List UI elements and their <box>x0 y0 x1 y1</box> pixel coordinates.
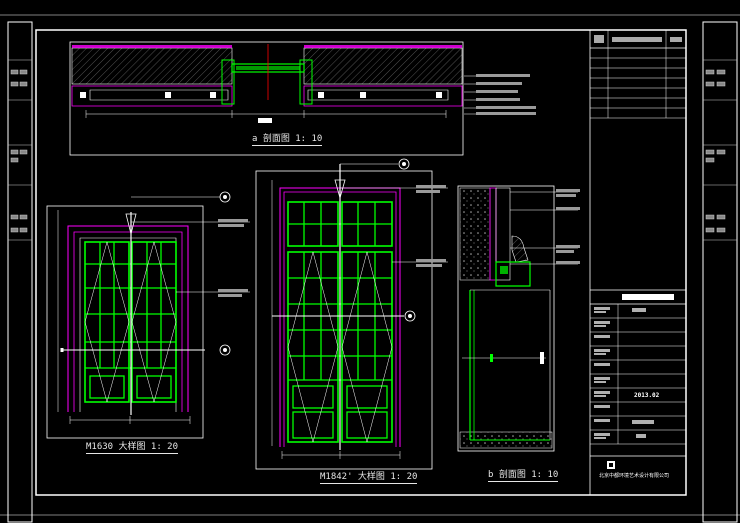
section-b-drawing <box>457 185 580 452</box>
title-block-date: 2013.02 <box>634 392 660 399</box>
elevation-m1842-title: M1842' 大样图 1: 20 <box>320 472 418 484</box>
title-block-company: 北京中都环境艺术设计有限公司 <box>599 473 670 479</box>
title-block-fields <box>594 307 654 439</box>
left-strip-cells <box>8 59 32 241</box>
title-block <box>589 29 687 496</box>
elevation-m1630-title: M1630 大样图 1: 20 <box>86 442 179 454</box>
elevation-m1842-drawing <box>255 158 448 470</box>
right-strip-cells <box>703 59 737 241</box>
section-a-drawing <box>69 41 536 156</box>
elevation-m1630-drawing <box>46 191 250 439</box>
section-a-title: a 剖面图 1: 10 <box>252 134 323 146</box>
section-b-title: b 剖面图 1: 10 <box>488 470 559 482</box>
